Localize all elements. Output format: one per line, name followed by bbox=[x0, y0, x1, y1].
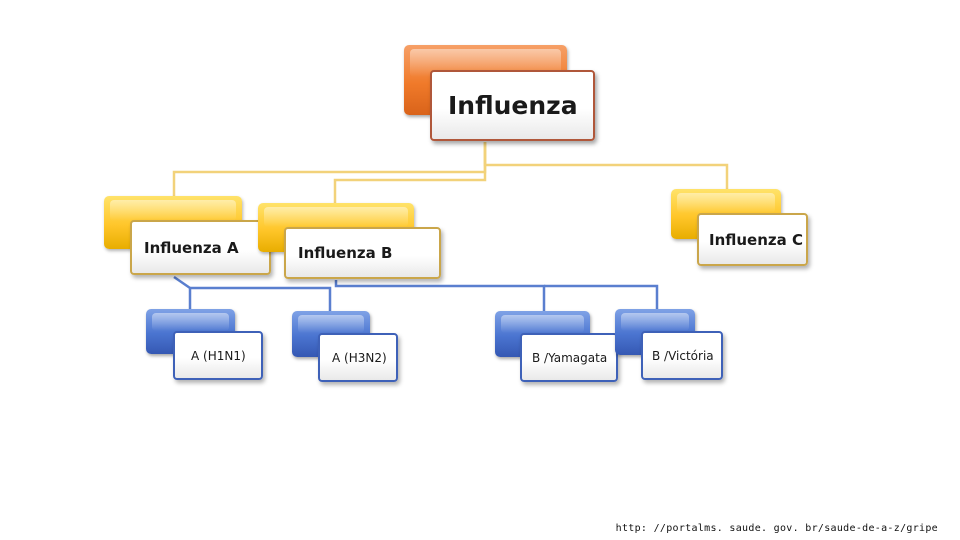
connector-a-to-h1n1 bbox=[173, 275, 192, 309]
subtype-victoria-label: B /Victória bbox=[652, 348, 714, 363]
subtype-yamagata-label: B /Yamagata bbox=[532, 350, 608, 365]
type-c-node: Influenza C bbox=[697, 213, 808, 266]
root-node-label: Influenza bbox=[448, 91, 578, 120]
type-a-node: Influenza A bbox=[130, 220, 271, 275]
connector-b-to-victoria bbox=[544, 284, 659, 309]
root-node: Influenza bbox=[430, 70, 595, 141]
connector-root-to-a bbox=[172, 142, 487, 196]
connector-root-to-c bbox=[483, 142, 729, 189]
subtype-h1n1-label: A (H1N1) bbox=[191, 348, 246, 363]
connector-a-to-h3n2 bbox=[190, 286, 332, 311]
type-a-label: Influenza A bbox=[144, 238, 239, 257]
subtype-h1n1-node: A (H1N1) bbox=[173, 331, 263, 380]
source-caption: http: //portalms. saude. gov. br/saude-d… bbox=[615, 523, 938, 534]
subtype-yamagata-node: B /Yamagata bbox=[520, 333, 618, 382]
subtype-h3n2-node: A (H3N2) bbox=[318, 333, 398, 382]
subtype-h3n2-label: A (H3N2) bbox=[332, 350, 387, 365]
type-c-label: Influenza C bbox=[709, 230, 803, 249]
type-b-label: Influenza B bbox=[298, 244, 393, 262]
type-b-node: Influenza B bbox=[284, 227, 441, 279]
subtype-victoria-node: B /Victória bbox=[641, 331, 723, 380]
connector-b-to-yamagata bbox=[334, 280, 546, 311]
